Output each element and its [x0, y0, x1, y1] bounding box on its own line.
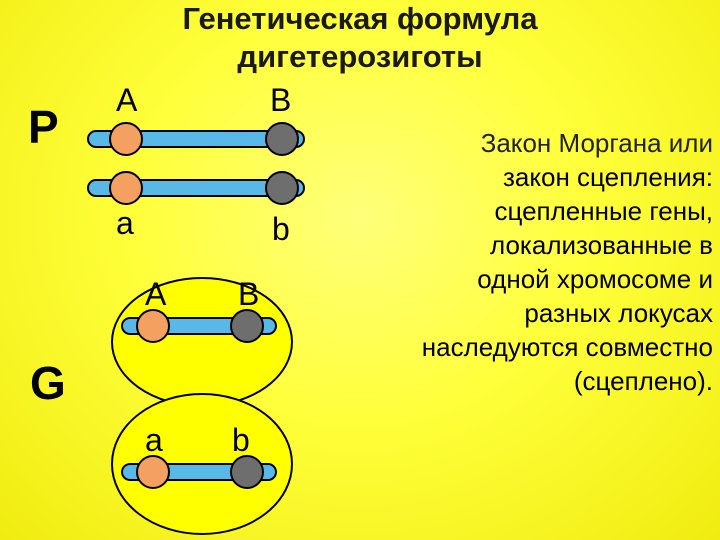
title-line-2: дигетерозиготы: [237, 39, 483, 74]
law-line-2: закон сцепления:: [502, 162, 713, 192]
gene-label-b-parent: b: [272, 211, 290, 247]
allele-a-parent: [109, 171, 143, 205]
gene-label-A-gamete: A: [145, 276, 167, 312]
law-line-8: (сцеплено).: [573, 366, 713, 396]
allele-b-parent: [265, 171, 299, 205]
title-line-1: Генетическая формула: [182, 1, 538, 36]
gene-label-a-parent: a: [116, 205, 134, 241]
gene-label-B-gamete: B: [238, 276, 260, 312]
law-line-5: одной хромосоме и: [477, 264, 713, 294]
allele-A-parent: [109, 122, 143, 156]
law-line-1: Закон Моргана или: [480, 128, 713, 158]
gamete-generation-label: G: [30, 357, 66, 409]
parent-generation-label: P: [28, 101, 59, 153]
gene-label-a-gamete: a: [145, 422, 163, 458]
gene-label-A-parent: A: [116, 82, 138, 118]
gamete-cell-top: [111, 277, 293, 407]
law-line-3: сцепленные гены,: [494, 196, 714, 226]
allele-B-gamete: [230, 309, 264, 343]
gene-label-b-gamete: b: [232, 422, 250, 458]
allele-A-gamete: [136, 309, 170, 343]
allele-B-parent: [265, 122, 299, 156]
law-line-4: локализованные в: [490, 230, 713, 260]
law-line-6: разных локусах: [524, 298, 713, 328]
gene-label-B-parent: B: [270, 82, 292, 118]
allele-a-gamete: [136, 455, 170, 489]
page-title: Генетическая формула дигетерозиготы: [130, 0, 590, 76]
law-line-7: наследуются совместно: [421, 332, 713, 362]
allele-b-gamete: [230, 455, 264, 489]
morgan-law-text: Закон Моргана или закон сцепления: сцепл…: [318, 126, 713, 398]
